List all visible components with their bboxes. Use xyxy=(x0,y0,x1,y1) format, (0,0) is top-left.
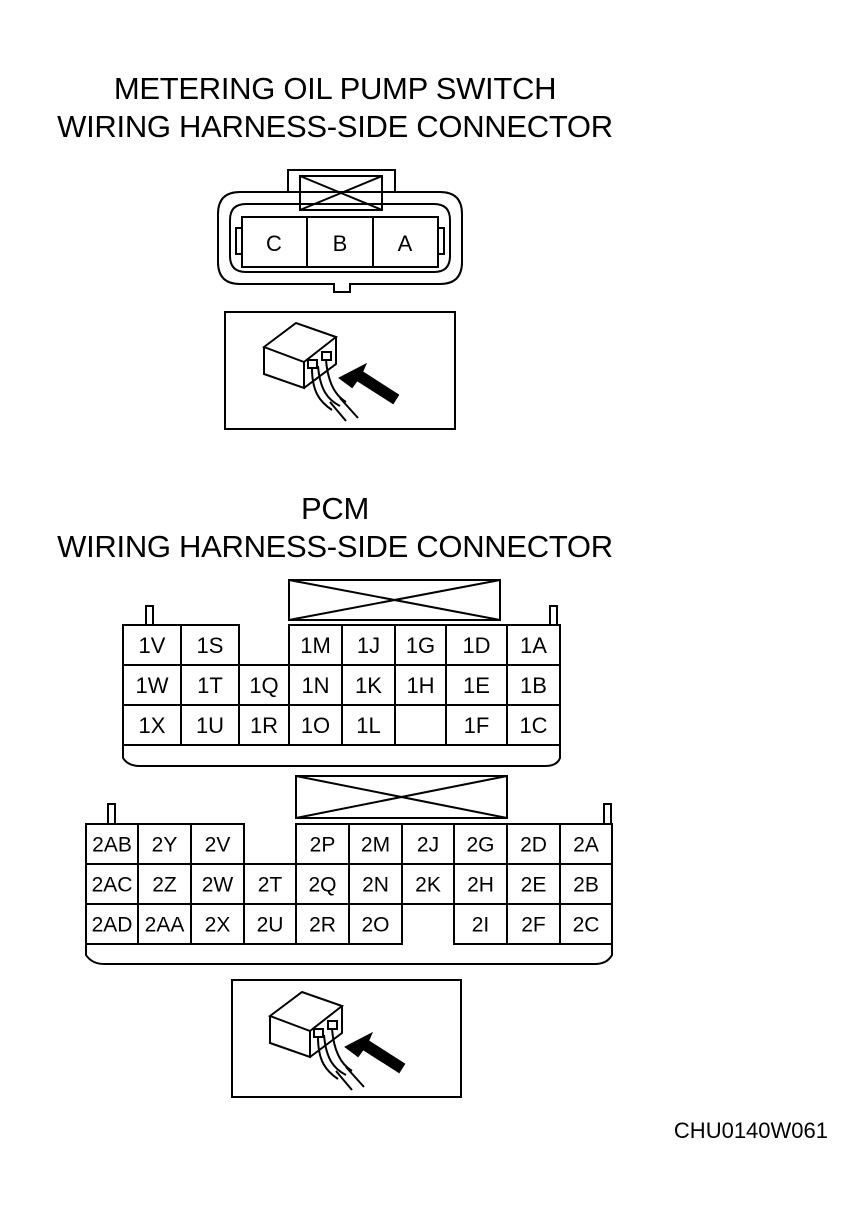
pin-label-2o: 2O xyxy=(361,914,389,937)
switch-pin-c: C xyxy=(266,231,282,256)
pin-label-1a: 1A xyxy=(520,633,547,658)
pin-label-1x: 1X xyxy=(139,713,166,738)
pin-label-1s: 1S xyxy=(197,633,224,658)
pin-label-2m: 2M xyxy=(361,834,390,857)
switch-pin-a: A xyxy=(398,231,413,256)
pin-label-2d: 2D xyxy=(520,834,547,857)
switch-connector: C B A xyxy=(217,169,463,293)
pin-label-1m: 1M xyxy=(300,633,331,658)
pin-label-2a: 2A xyxy=(573,834,599,857)
pcm-title-line2: WIRING HARNESS-SIDE CONNECTOR xyxy=(57,529,613,564)
pin-label-2t: 2T xyxy=(258,874,283,897)
pin-label-2p: 2P xyxy=(310,834,336,857)
pcm-title-line1: PCM xyxy=(301,491,369,526)
pin-label-1j: 1J xyxy=(357,633,380,658)
pin-label-2h: 2H xyxy=(467,874,494,897)
pcm-block-1: 1V 1S 1M 1J 1G 1D 1A 1W 1T 1Q 1N 1K 1H 1E 1B 1X 1U 1R 1O 1L… xyxy=(122,579,561,767)
plug-icon xyxy=(267,990,365,1091)
pin-label-2i: 2I xyxy=(472,914,490,937)
pin-label-2c: 2C xyxy=(573,914,600,937)
pcm-connector-title: PCM WIRING HARNESS-SIDE CONNECTOR xyxy=(0,490,670,566)
pin-label-1h: 1H xyxy=(406,673,434,698)
pin-label-2x: 2X xyxy=(205,914,231,937)
pin-label-2ad: 2AD xyxy=(92,914,133,937)
view-direction-arrow-icon xyxy=(338,362,400,405)
pin-label-1v: 1V xyxy=(139,633,166,658)
pin-label-2g: 2G xyxy=(466,834,494,857)
pin-cell xyxy=(506,704,561,746)
pin-label-2ab: 2AB xyxy=(92,834,132,857)
pin-label-1n: 1N xyxy=(301,673,329,698)
switch-title-line2: WIRING HARNESS-SIDE CONNECTOR xyxy=(57,109,613,144)
connector-view-hint-2 xyxy=(231,979,462,1098)
pcm-block-2: 2AB 2Y 2V 2P 2M 2J 2G 2D 2A 2AC 2Z 2W 2T 2Q 2N 2K 2H 2E 2B… xyxy=(85,775,613,965)
pin-label-1r: 1R xyxy=(250,713,278,738)
pin-label-1d: 1D xyxy=(462,633,490,658)
view-direction-arrow-icon xyxy=(344,1031,406,1074)
switch-connector-title: METERING OIL PUMP SWITCH WIRING HARNESS-… xyxy=(0,70,670,146)
pin-label-2z: 2Z xyxy=(152,874,177,897)
pin-label-2b: 2B xyxy=(573,874,599,897)
pin-cell xyxy=(559,903,613,945)
pin-label-2q: 2Q xyxy=(308,874,336,897)
pin-label-1e: 1E xyxy=(463,673,490,698)
pin-label-1c: 1C xyxy=(519,713,547,738)
pin-cell xyxy=(348,903,403,945)
pin-label-2n: 2N xyxy=(362,874,389,897)
pin-label-2r: 2R xyxy=(309,914,336,937)
figure-code: CHU0140W061 xyxy=(673,1118,828,1143)
pin-label-2k: 2K xyxy=(415,874,441,897)
pin-label-2u: 2U xyxy=(257,914,284,937)
pin-label-1l: 1L xyxy=(356,713,380,738)
pin-label-1f: 1F xyxy=(464,713,490,738)
pin-label-2f: 2F xyxy=(521,914,546,937)
pin-label-1k: 1K xyxy=(355,673,382,698)
connector-view-hint-1 xyxy=(224,311,456,430)
pin-label-1w: 1W xyxy=(136,673,169,698)
pin-label-2e: 2E xyxy=(521,874,547,897)
switch-pin-b: B xyxy=(333,231,348,256)
pin-label-2ac: 2AC xyxy=(92,874,133,897)
switch-title-line1: METERING OIL PUMP SWITCH xyxy=(113,71,557,106)
plug-icon xyxy=(261,321,359,422)
pin-label-2w: 2W xyxy=(202,874,234,897)
pin-label-2j: 2J xyxy=(417,834,439,857)
pin-cell xyxy=(341,704,396,746)
pin-label-1b: 1B xyxy=(520,673,547,698)
pin-label-1u: 1U xyxy=(196,713,224,738)
pin-label-2v: 2V xyxy=(205,834,231,857)
pin-label-2y: 2Y xyxy=(152,834,178,857)
pin-label-1t: 1T xyxy=(197,673,223,698)
pin-label-2aa: 2AA xyxy=(145,914,185,937)
pin-label-1g: 1G xyxy=(406,633,435,658)
pin-label-1q: 1Q xyxy=(249,673,278,698)
pin-label-1o: 1O xyxy=(301,713,330,738)
